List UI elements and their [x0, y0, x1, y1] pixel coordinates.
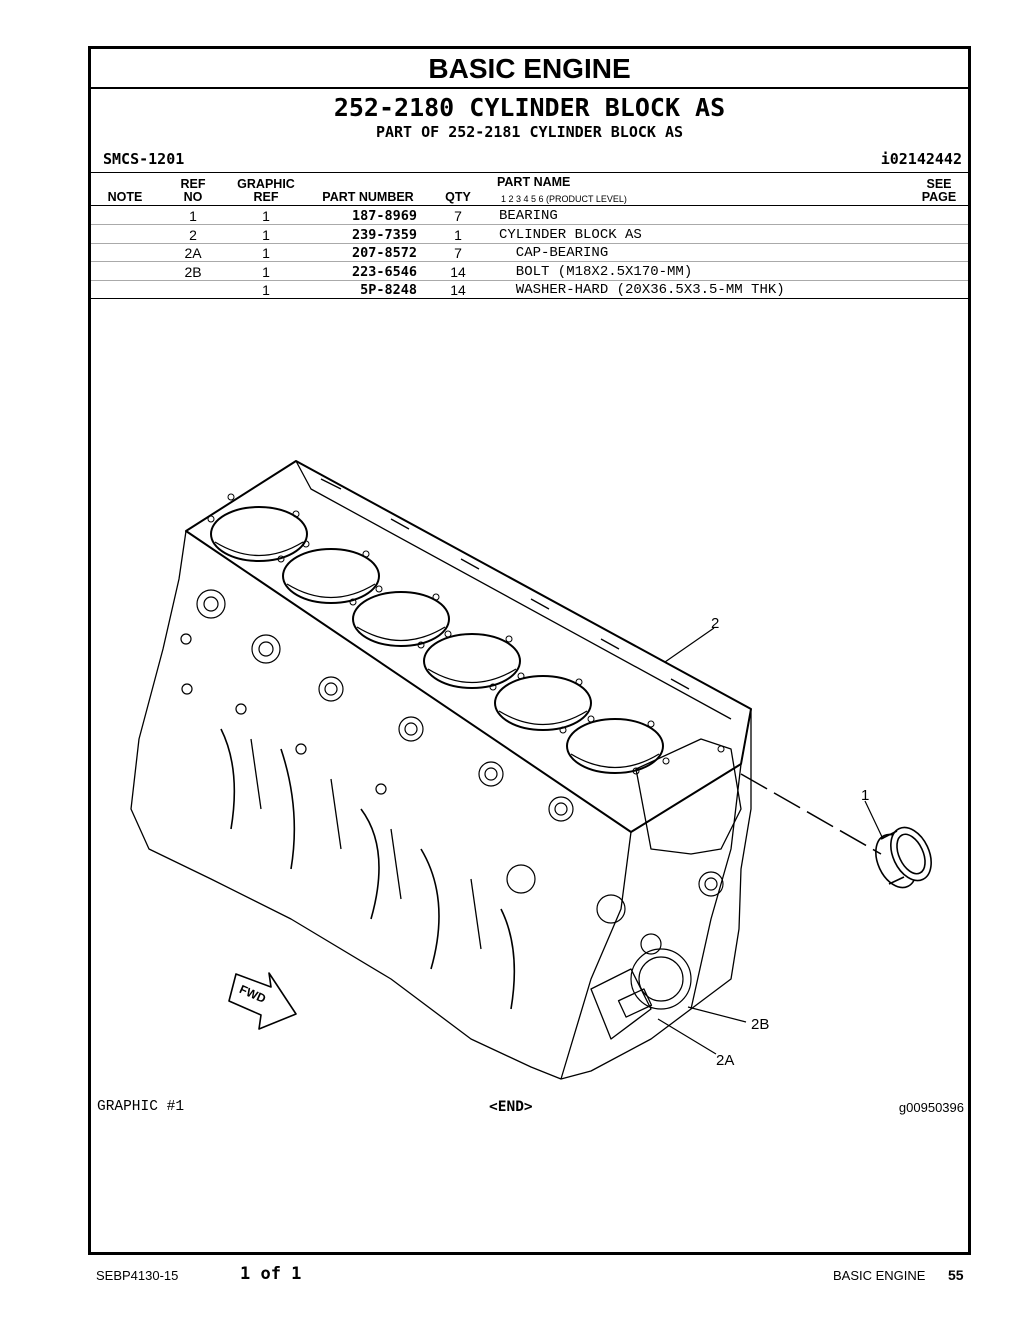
- doc-number: SEBP4130-15: [96, 1268, 179, 1283]
- row-graphic-ref: 1: [262, 282, 270, 298]
- row-ref-no: 1: [189, 208, 197, 224]
- col-ref-no-header-1: REF: [180, 177, 206, 191]
- row-qty: 1: [454, 227, 462, 243]
- bearing-part: [875, 826, 932, 889]
- row-graphic-ref: 1: [262, 208, 270, 224]
- row-qty: 7: [454, 245, 462, 261]
- col-see-page-header-1: SEE: [926, 177, 952, 191]
- col-see-page-header-2: PAGE: [921, 190, 957, 204]
- info-reference: i02142442: [880, 150, 962, 168]
- col-part-number-header: PART NUMBER: [322, 190, 414, 204]
- table-bottom-rule: [91, 298, 968, 299]
- callout-1: 1: [861, 787, 870, 804]
- callout-2a: 2A: [716, 1052, 735, 1069]
- row-part-name: CYLINDER BLOCK AS: [499, 227, 642, 243]
- product-levels: 1 2 3 4 5 6 (PRODUCT LEVEL): [501, 194, 627, 204]
- row-graphic-ref: 1: [262, 227, 270, 243]
- col-graphic-ref-header-1: GRAPHIC: [237, 177, 295, 191]
- row-part-number: 207-8572: [351, 245, 417, 261]
- footer-section: BASIC ENGINE: [833, 1268, 926, 1283]
- smcs-code: SMCS-1201: [103, 150, 185, 168]
- page-frame: BASIC ENGINE 252-2180 CYLINDER BLOCK AS …: [88, 46, 971, 1255]
- row-part-number: 5P-8248: [360, 282, 417, 298]
- graphic-number: g00950396: [898, 1100, 964, 1115]
- row-part-number: 239-7359: [351, 227, 417, 243]
- callout-2: 2: [711, 615, 720, 632]
- row-qty: 14: [450, 282, 466, 298]
- header-bottom-rule: [91, 205, 968, 206]
- cylinder-block-illustration: [130, 460, 932, 1080]
- col-part-name-header: PART NAME: [497, 175, 571, 189]
- end-marker: <END>: [489, 1099, 533, 1115]
- part-of-line: PART OF 252-2181 CYLINDER BLOCK AS: [375, 123, 684, 141]
- col-note-header: NOTE: [107, 190, 143, 204]
- row-part-number: 187-8969: [351, 208, 417, 224]
- row-graphic-ref: 1: [262, 264, 270, 280]
- page-number: 55: [948, 1267, 964, 1283]
- row-ref-no: 2A: [184, 245, 202, 261]
- section-title: BASIC ENGINE: [91, 49, 968, 89]
- row-ref-no: 2: [189, 227, 197, 243]
- row-part-name: BOLT (M18X2.5X170-MM): [499, 264, 693, 280]
- row-divider: [91, 243, 968, 244]
- row-ref-no: 2B: [184, 264, 202, 280]
- row-divider: [91, 224, 968, 225]
- col-ref-no-header-2: NO: [183, 190, 203, 204]
- row-part-name: CAP-BEARING: [499, 245, 609, 261]
- row-part-number: 223-6546: [351, 264, 417, 280]
- row-part-name: BEARING: [499, 208, 558, 224]
- row-divider: [91, 261, 968, 262]
- row-graphic-ref: 1: [262, 245, 270, 261]
- col-graphic-ref-header-2: REF: [253, 190, 279, 204]
- fwd-arrow-icon: [228, 972, 297, 1030]
- graphic-caption: GRAPHIC #1: [97, 1099, 185, 1115]
- col-qty-header: QTY: [445, 190, 471, 204]
- page-count: 1 of 1: [240, 1264, 302, 1284]
- table-top-rule: [91, 172, 968, 173]
- row-qty: 7: [454, 208, 462, 224]
- row-qty: 14: [450, 264, 466, 280]
- row-part-name: WASHER-HARD (20X36.5X3.5-MM THK): [499, 282, 785, 298]
- row-divider: [91, 280, 968, 281]
- callout-2b: 2B: [751, 1016, 770, 1033]
- group-title: 252-2180 CYLINDER BLOCK AS: [333, 93, 726, 122]
